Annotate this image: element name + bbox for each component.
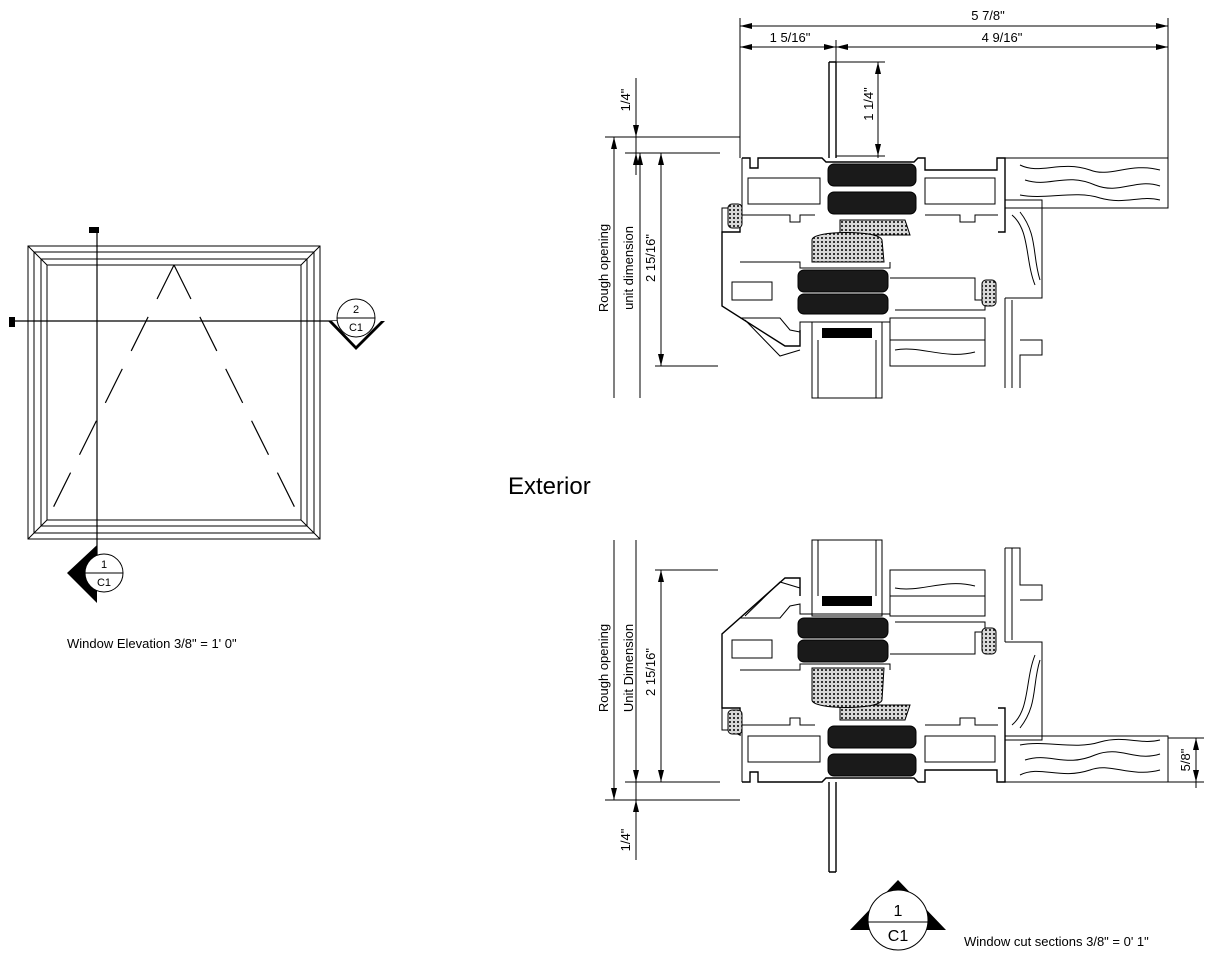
dim-overall: 5 7/8" xyxy=(971,8,1005,23)
marker-1-sheet: C1 xyxy=(97,577,111,589)
dim-five-eighths: 5/8" xyxy=(1178,748,1193,771)
dim-height-top: 2 15/16" xyxy=(643,234,658,282)
dim-quarter-bottom: 1/4" xyxy=(618,828,633,851)
marker-1-num: 1 xyxy=(101,559,107,571)
label-rough-top: Rough opening xyxy=(596,224,611,312)
top-section-profile xyxy=(721,61,1169,399)
top-section-dimensions xyxy=(605,18,1169,398)
label-rough-bottom: Rough opening xyxy=(596,624,611,712)
marker-2-sheet: C1 xyxy=(349,322,363,334)
dim-one-quarter: 1 1/4" xyxy=(861,87,876,121)
dim-quarter-top: 1/4" xyxy=(618,88,633,111)
dim-height-bottom: 2 15/16" xyxy=(643,648,658,696)
label-unit-top: unit dimension xyxy=(621,226,636,310)
section-marker-2[interactable]: 2 C1 xyxy=(328,298,385,350)
bottom-section-profile xyxy=(721,539,1169,873)
window-elevation xyxy=(9,227,340,560)
section-marker-bottom[interactable]: 1 C1 xyxy=(850,880,946,951)
marker-bottom-num: 1 xyxy=(894,903,903,920)
bottom-section-dimensions xyxy=(605,540,1204,860)
marker-bottom-sheet: C1 xyxy=(888,928,909,945)
exterior-label: Exterior xyxy=(508,473,591,500)
marker-2-num: 2 xyxy=(353,304,359,316)
sections-caption: Window cut sections 3/8" = 0' 1" xyxy=(964,934,1149,949)
dim-left: 1 5/16" xyxy=(770,30,811,45)
dim-right: 4 9/16" xyxy=(982,30,1023,45)
label-unit-bottom: Unit Dimension xyxy=(621,624,636,712)
section-marker-1[interactable]: 1 C1 xyxy=(67,545,124,603)
elevation-caption: Window Elevation 3/8" = 1' 0" xyxy=(67,636,237,651)
